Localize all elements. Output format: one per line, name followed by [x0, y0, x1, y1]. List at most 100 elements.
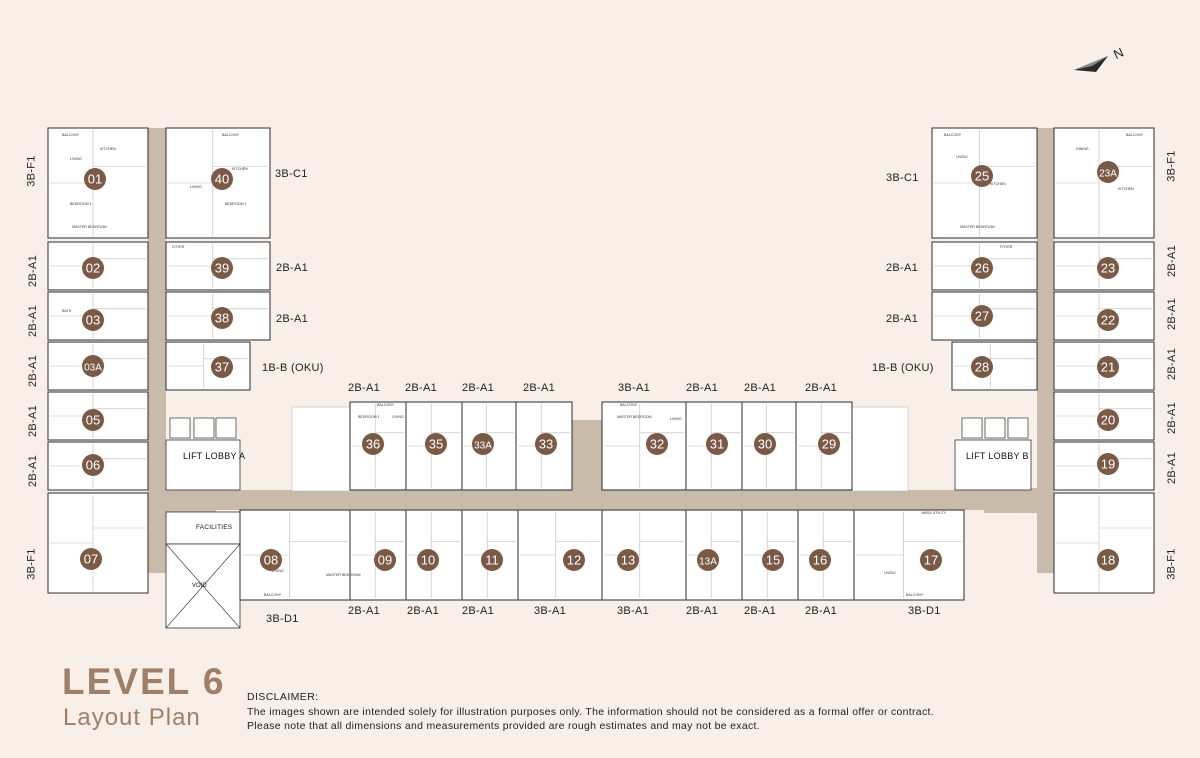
room-label: BEDROOM 1: [70, 202, 92, 206]
unit-number: 23A: [1099, 169, 1117, 180]
unit-number-badge: [1097, 257, 1119, 279]
unit-number: 20: [1101, 413, 1115, 428]
unit-number-badge: [697, 549, 719, 571]
unit-number-badge: [535, 433, 557, 455]
unit-number: 03: [86, 313, 100, 328]
unit-number: 10: [421, 553, 435, 568]
lift-car: [961, 417, 983, 439]
main-corridor: [215, 490, 985, 510]
east-junction: [984, 488, 1038, 513]
room-label: BALCONY: [620, 403, 638, 407]
disclaimer-line-2: Please note that all dimensions and meas…: [247, 720, 760, 732]
unit-number-badge: [260, 549, 282, 571]
unit-type-label: 2B-A1: [348, 605, 381, 617]
unit-type-label: 2B-A1: [686, 605, 719, 617]
unit-type-label: 2B-A1: [462, 605, 495, 617]
unit-number: 16: [813, 553, 827, 568]
unit-type-label: 3B-D1: [908, 605, 941, 617]
unit-type-label: 3B-A1: [618, 382, 651, 394]
unit-number: 35: [429, 437, 443, 452]
unit-number-badge: [374, 549, 396, 571]
unit-type-label: 2B-A1: [276, 262, 309, 274]
room-label: BALCONY: [1126, 133, 1144, 137]
unit-type-label: 2B-A1: [886, 262, 919, 274]
unit-number: 37: [215, 360, 229, 375]
unit-number: 27: [975, 309, 989, 324]
unit-type-label: 2B-A1: [27, 404, 40, 438]
lift-lobby-a-label: LIFT LOBBY A: [183, 451, 246, 461]
east-wing-corridor: [1037, 128, 1054, 573]
room-label: BEDROOM 1: [358, 415, 380, 419]
lift-car: [169, 417, 191, 439]
central-stair-corridor: [572, 420, 602, 492]
page-subtitle: Layout Plan: [63, 704, 201, 731]
room-label: FOYER: [1000, 245, 1013, 249]
lift-car: [193, 417, 215, 439]
room-label: MASTER BEDROOM: [617, 415, 652, 419]
room-label: LIVING: [884, 571, 896, 575]
unit-number-badge: [809, 549, 831, 571]
unit-number-badge: [82, 257, 104, 279]
unit-number: 26: [975, 261, 989, 276]
unit-type-label: 2B-A1: [348, 382, 381, 394]
unit-number-badge: [211, 257, 233, 279]
room-label: BALCONY: [906, 593, 924, 597]
unit-number-badge: [762, 549, 784, 571]
unit-type-label: 2B-A1: [27, 454, 40, 488]
unit-number-badge: [82, 355, 104, 377]
unit-number: 17: [924, 553, 938, 568]
adjacent-block-east: [851, 406, 909, 492]
unit-number-badge: [472, 433, 494, 455]
lift-lobby-b-label: LIFT LOBBY B: [966, 451, 1029, 461]
unit-number-badge: [971, 356, 993, 378]
unit-number: 02: [86, 261, 100, 276]
unit-type-label: 2B-A1: [1166, 297, 1179, 331]
lift-lobby-a: [165, 439, 241, 491]
unit-type-label: 1B-B (OKU): [872, 362, 934, 374]
room-label: BALCONY: [222, 133, 240, 137]
unit-number-badge: [706, 433, 728, 455]
unit-type-label: 3B-F1: [25, 155, 38, 187]
unit-number: 29: [822, 437, 836, 452]
room-label: DINING: [1076, 147, 1089, 151]
unit-type-label: 2B-A1: [744, 382, 777, 394]
room-label: KITCHEN: [232, 167, 248, 171]
room-label: KITCHEN: [990, 182, 1006, 186]
unit-type-label: 2B-A1: [686, 382, 719, 394]
unit-number-badge: [971, 165, 993, 187]
unit-number: 38: [215, 311, 229, 326]
north-letter: N: [1111, 44, 1126, 62]
unit-number-badge: [1097, 356, 1119, 378]
unit-number-badge: [1097, 161, 1119, 183]
room-label: BALCONY: [264, 593, 282, 597]
unit-number: 28: [975, 360, 989, 375]
room-label: FOYER: [172, 245, 185, 249]
unit-number: 36: [366, 437, 380, 452]
unit-number: 19: [1101, 457, 1115, 472]
unit-number: 15: [766, 553, 780, 568]
room-label: MASTER BEDROOM: [960, 225, 995, 229]
unit-type-label: 2B-A1: [523, 382, 556, 394]
unit-type-label: 2B-A1: [805, 382, 838, 394]
unit-type-label: 2B-A1: [462, 382, 495, 394]
disclaimer-heading: DISCLAIMER:: [247, 691, 319, 703]
room-label: MASTER BEDROOM: [72, 225, 107, 229]
unit-number: 01: [88, 172, 102, 187]
disclaimer-line-1: The images shown are intended solely for…: [247, 706, 934, 718]
unit-number-badge: [754, 433, 776, 455]
unit-type-label: 2B-A1: [27, 354, 40, 388]
unit-number-badge: [211, 307, 233, 329]
lift-car: [984, 417, 1006, 439]
unit-number: 18: [1101, 553, 1115, 568]
unit-type-label: 2B-A1: [1166, 347, 1179, 381]
unit-number-badge: [1097, 453, 1119, 475]
unit-type-label: 2B-A1: [744, 605, 777, 617]
unit-type-label: 2B-A1: [886, 313, 919, 325]
room-label: BALCONY: [62, 133, 80, 137]
unit-number-badge: [563, 549, 585, 571]
unit-number-badge: [1097, 409, 1119, 431]
unit-number-badge: [920, 549, 942, 571]
lift-lobby-b: [954, 439, 1032, 491]
unit-type-label: 3B-C1: [886, 172, 919, 184]
unit-number: 09: [378, 553, 392, 568]
